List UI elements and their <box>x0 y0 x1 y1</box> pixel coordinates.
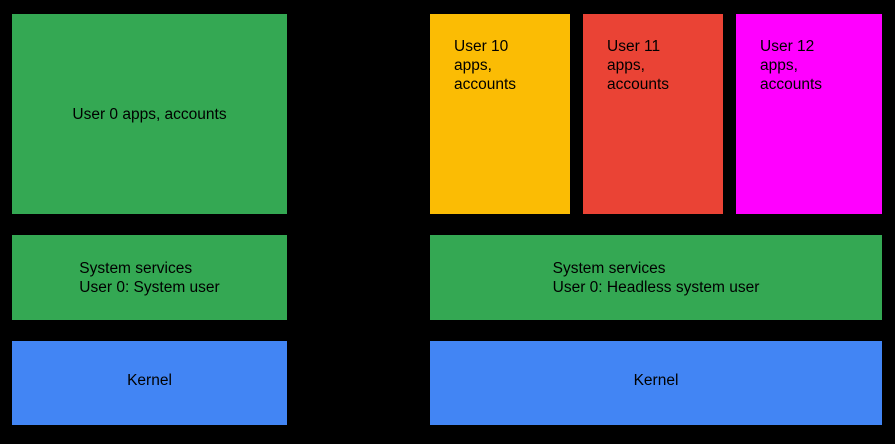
left-user-apps: User 0 apps, accounts <box>12 14 287 214</box>
user-12-apps: User 12 apps, accounts <box>736 14 882 214</box>
left-system-services: System services User 0: System user <box>12 235 287 320</box>
left-user-apps-label: User 0 apps, accounts <box>72 105 227 123</box>
left-system-services-label: System services User 0: System user <box>79 259 220 296</box>
user-12-apps-label: User 12 apps, accounts <box>760 38 823 93</box>
left-kernel-label: Kernel <box>127 372 172 389</box>
user-10-apps-label: User 10 apps, accounts <box>454 38 517 93</box>
right-kernel-label: Kernel <box>633 372 679 389</box>
user-11-apps: User 11 apps, accounts <box>583 14 723 214</box>
right-system-services-label: System services User 0: Headless system … <box>552 259 760 296</box>
right-kernel: Kernel <box>430 341 882 425</box>
right-system-services: System services User 0: Headless system … <box>430 235 882 320</box>
user-10-apps: User 10 apps, accounts <box>430 14 570 214</box>
user-11-apps-label: User 11 apps, accounts <box>607 38 670 93</box>
left-kernel: Kernel <box>12 341 287 425</box>
